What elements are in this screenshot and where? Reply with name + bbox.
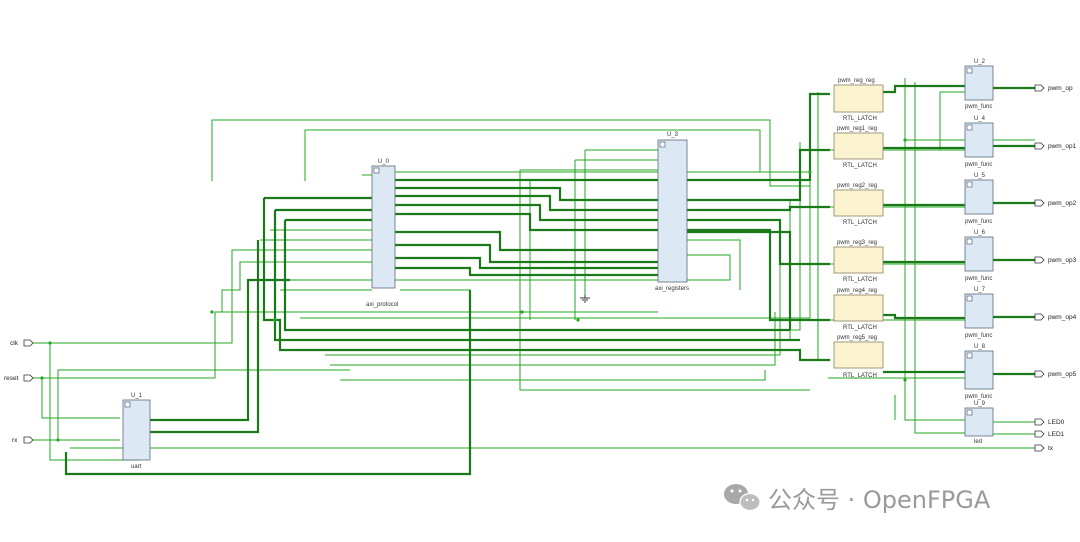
input-port-reset[interactable]: reset <box>4 374 34 382</box>
block-module-label: pwm_func <box>965 104 992 110</box>
block-u4[interactable]: U_4 pwm_func <box>964 116 994 168</box>
block-instance-label: U_0 <box>378 159 390 165</box>
block-u9[interactable]: U_9 led <box>964 401 994 445</box>
ground-icon <box>580 295 590 303</box>
block-corner-icon <box>966 181 973 188</box>
latch-type: RTL_LATCH <box>843 325 877 331</box>
output-port-pwm-op4[interactable]: pwm_op4 <box>1034 313 1077 321</box>
wechat-icon <box>724 484 761 512</box>
input-port-clk[interactable]: clk <box>10 339 34 347</box>
block-u5[interactable]: U_5 pwm_func <box>964 173 994 225</box>
block-corner-icon <box>966 124 973 131</box>
input-port-label: reset <box>4 375 19 382</box>
block-instance-label: U_4 <box>974 116 986 122</box>
output-port-label: pwm_op4 <box>1048 314 1077 321</box>
latch-pwm-reg2[interactable]: pwm_reg2_reg RTL_LATCH <box>833 183 884 226</box>
block-corner-icon <box>966 295 973 302</box>
output-port-tx[interactable]: tx <box>1034 444 1054 452</box>
block-module-label: pwm_func <box>965 162 992 168</box>
input-port-label: rx <box>12 437 18 444</box>
block-u0[interactable]: U_0 axi_protocol <box>366 159 398 308</box>
block-corner-icon <box>124 401 131 408</box>
latch-pwm-reg3[interactable]: pwm_reg3_reg RTL_LATCH <box>833 240 884 283</box>
block-u6[interactable]: U_6 pwm_func <box>964 230 994 282</box>
latch-type: RTL_LATCH <box>843 163 877 169</box>
block-corner-icon <box>966 238 973 245</box>
latch-name: pwm_reg4_reg <box>837 288 877 294</box>
block-u1[interactable]: U_1 uart <box>122 393 151 470</box>
block-module-label: uart <box>131 464 142 470</box>
block-instance-label: U_6 <box>974 230 986 236</box>
block-module-label: axi_registers <box>655 286 689 292</box>
output-port-pwm-op1[interactable]: pwm_op1 <box>1034 142 1077 150</box>
block-corner-icon <box>966 409 973 416</box>
block-module-label: pwm_func <box>965 333 992 339</box>
latch-type: RTL_LATCH <box>843 116 877 122</box>
block-module-label: axi_protocol <box>366 302 398 308</box>
block-u7[interactable]: U_7 pwm_func <box>964 287 994 339</box>
block-module-label: pwm_func <box>965 219 992 225</box>
output-port-label: pwm_op1 <box>1048 143 1077 150</box>
block-instance-label: U_1 <box>131 393 143 399</box>
block-corner-icon <box>373 167 380 174</box>
block-u3[interactable]: U_3 axi_registers <box>655 132 689 292</box>
latch-name: pwm_reg5_reg <box>837 335 877 341</box>
block-module-label: pwm_func <box>965 276 992 282</box>
watermark-text: 公众号 · OpenFPGA <box>768 486 991 514</box>
watermark: 公众号 · OpenFPGA <box>724 484 991 514</box>
block-corner-icon <box>659 141 666 148</box>
output-port-label: pwm_op5 <box>1048 371 1077 378</box>
latch-name: pwm_reg2_reg <box>837 183 877 189</box>
block-module-label: led <box>974 439 982 445</box>
latch-name: pwm_reg1_reg <box>837 126 877 132</box>
output-port-label: LED1 <box>1048 431 1065 438</box>
block-instance-label: U_3 <box>667 132 679 138</box>
latch-name: pwm_reg_reg <box>838 78 875 84</box>
latch-pwm-reg5[interactable]: pwm_reg5_reg RTL_LATCH <box>833 335 884 379</box>
output-port-led0[interactable]: LED0 <box>1034 418 1065 426</box>
output-port-pwm-op5[interactable]: pwm_op5 <box>1034 370 1077 378</box>
latch-type: RTL_LATCH <box>843 277 877 283</box>
block-u8[interactable]: U_8 pwm_func <box>964 344 994 400</box>
latch-type: RTL_LATCH <box>843 373 877 379</box>
block-instance-label: U_9 <box>974 401 986 407</box>
output-port-pwm-op2[interactable]: pwm_op2 <box>1034 199 1077 207</box>
output-port-led1[interactable]: LED1 <box>1034 430 1065 438</box>
input-port-label: clk <box>10 340 19 347</box>
latch-pwm-reg4[interactable]: pwm_reg4_reg RTL_LATCH <box>833 288 884 331</box>
block-instance-label: U_2 <box>974 59 986 65</box>
output-port-label: pwm_op2 <box>1048 200 1077 207</box>
latch-name: pwm_reg3_reg <box>837 240 877 246</box>
block-corner-icon <box>966 352 973 359</box>
latch-pwm-reg1[interactable]: pwm_reg1_reg RTL_LATCH <box>833 126 884 169</box>
block-instance-label: U_5 <box>974 173 986 179</box>
junction-dots <box>40 138 907 442</box>
block-u2[interactable]: U_2 pwm_func <box>964 59 994 110</box>
block-instance-label: U_8 <box>974 344 986 350</box>
block-corner-icon <box>966 67 973 74</box>
block-instance-label: U_7 <box>974 287 986 293</box>
latch-type: RTL_LATCH <box>843 220 877 226</box>
output-port-label: LED0 <box>1048 419 1065 426</box>
input-port-rx[interactable]: rx <box>12 436 34 444</box>
output-port-label: pwm_op <box>1048 85 1073 92</box>
block-module-label: pwm_func <box>965 394 992 400</box>
output-port-label: pwm_op3 <box>1048 257 1077 264</box>
output-port-pwm-op[interactable]: pwm_op <box>1034 84 1073 92</box>
output-port-label: tx <box>1048 445 1054 452</box>
latch-pwm-reg[interactable]: pwm_reg_reg RTL_LATCH <box>833 78 884 122</box>
output-port-pwm-op3[interactable]: pwm_op3 <box>1034 256 1077 264</box>
